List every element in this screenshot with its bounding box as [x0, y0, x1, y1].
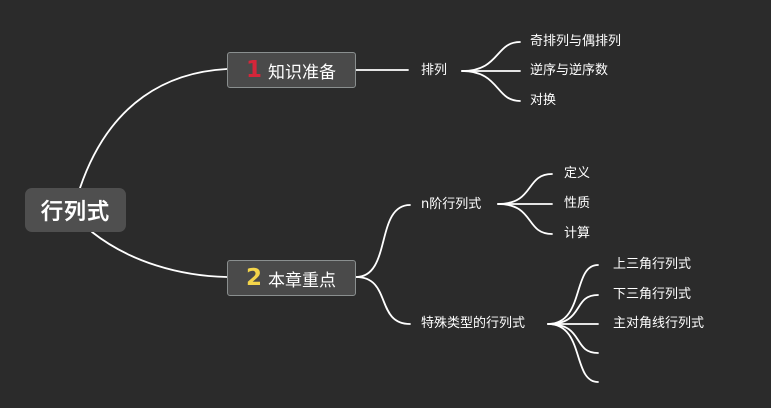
branch-node-key-points[interactable]: 2 本章重点	[227, 260, 356, 296]
connector-teshu-leaf4	[547, 323, 599, 354]
connector-branch2-teshu	[355, 276, 411, 325]
root-node[interactable]: 行列式	[25, 188, 126, 232]
connector-teshu-leaf1	[547, 264, 599, 325]
topic-nth-order-determinant[interactable]: n阶行列式	[421, 197, 482, 212]
connector-teshu-leaf5	[547, 323, 599, 383]
leaf-lower-triangular[interactable]: 下三角行列式	[613, 287, 692, 302]
leaf-odd-even-permutation[interactable]: 奇排列与偶排列	[530, 34, 622, 49]
leaf-upper-triangular[interactable]: 上三角行列式	[613, 257, 692, 272]
leaf-transposition[interactable]: 对换	[530, 93, 557, 108]
leaf-properties[interactable]: 性质	[564, 196, 591, 211]
branch-number-1: 1	[246, 57, 263, 83]
branch-number-2: 2	[246, 265, 263, 291]
connector-njie-leaf3	[497, 203, 553, 235]
leaf-definition[interactable]: 定义	[564, 166, 591, 181]
branch-label-preparation: 知识准备	[268, 62, 337, 83]
leaf-computation[interactable]: 计算	[564, 226, 591, 241]
connector-pailie-leaf3	[461, 70, 521, 102]
connector-njie-leaf1	[497, 173, 553, 205]
leaf-inversion-number[interactable]: 逆序与逆序数	[530, 63, 609, 78]
connector-teshu-leaf2	[547, 294, 599, 325]
branch-label-key-points: 本章重点	[268, 270, 337, 291]
topic-permutation[interactable]: 排列	[421, 63, 448, 78]
connector-branch2-njie	[355, 204, 411, 278]
leaf-diagonal[interactable]: 主对角线行列式	[613, 316, 705, 331]
branch-node-preparation[interactable]: 1 知识准备	[227, 52, 356, 88]
connector-root-branch2	[91, 231, 228, 278]
connector-root-branch1	[79, 68, 228, 189]
connector-pailie-leaf1	[461, 41, 521, 72]
root-label: 行列式	[40, 200, 110, 225]
topic-special-determinants[interactable]: 特殊类型的行列式	[421, 316, 526, 331]
